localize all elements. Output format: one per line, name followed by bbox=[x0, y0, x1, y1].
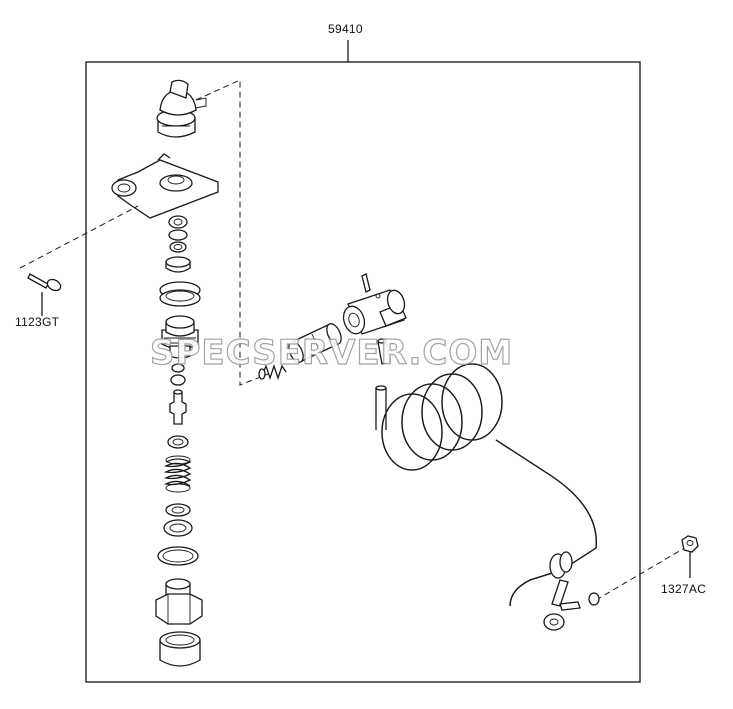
banjo-fitting bbox=[543, 579, 600, 631]
roll-pin bbox=[377, 338, 391, 365]
valve-stack bbox=[155, 215, 203, 667]
small-spring bbox=[258, 363, 287, 381]
housing-part bbox=[342, 289, 407, 335]
nut-part bbox=[681, 535, 699, 553]
dashed-guide-nut bbox=[595, 545, 689, 601]
coil-tube bbox=[375, 363, 597, 607]
assembly-frame bbox=[85, 61, 641, 683]
dashed-guide-bolt bbox=[19, 205, 139, 269]
cap-part bbox=[156, 79, 207, 138]
part-number-label: 59410 bbox=[328, 22, 363, 36]
bracket-plate bbox=[111, 153, 219, 219]
bolt-part bbox=[27, 273, 62, 292]
callout-label-nut: 1327AC bbox=[661, 582, 707, 596]
callout-label-bolt: 1123GT bbox=[15, 315, 60, 329]
dashed-guide-frame bbox=[195, 79, 269, 386]
plunger-part bbox=[288, 323, 342, 363]
pin-part bbox=[361, 273, 371, 293]
